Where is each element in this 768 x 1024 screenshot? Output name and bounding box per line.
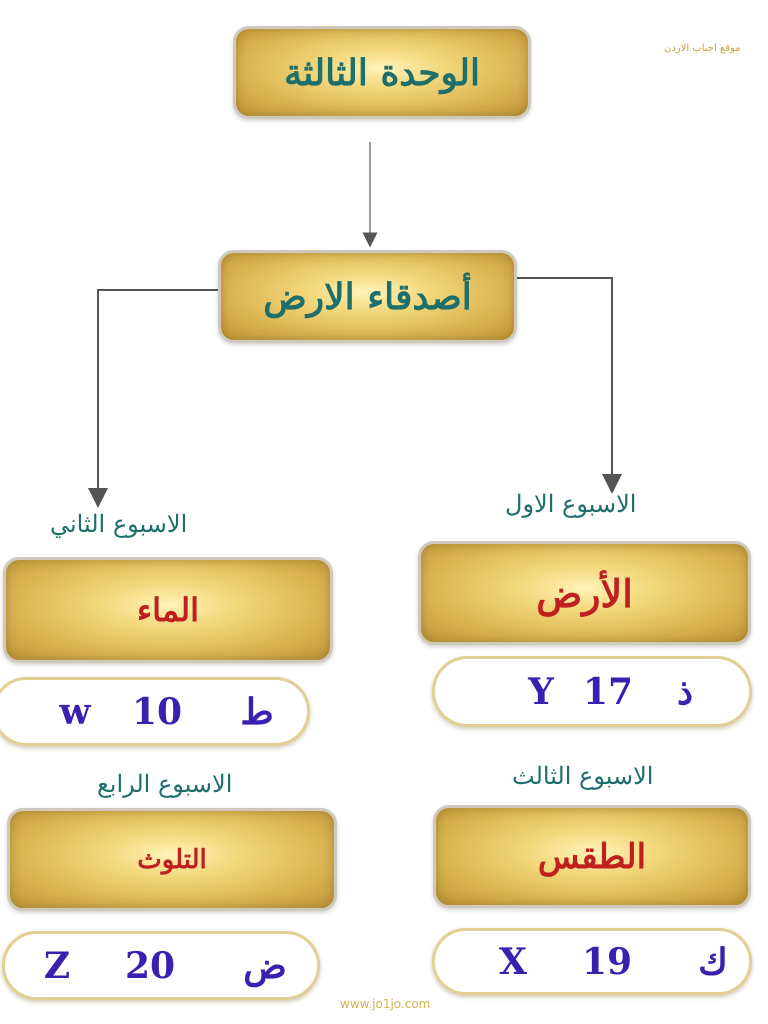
unit-title-box: الوحدة الثالثة <box>233 26 531 119</box>
week1-topic-box: الأرض <box>418 541 751 645</box>
week2-topic: الماء <box>137 591 199 629</box>
week2-topic-box: الماء <box>3 557 333 663</box>
week2-label: الاسبوع الثاني <box>50 510 188 538</box>
week3-topic-box: الطقس <box>433 805 751 908</box>
week4-arabic-letter: ض <box>243 944 287 987</box>
theme-title-box: أصدقاء الارض <box>218 250 517 343</box>
week1-number: 17 <box>582 670 634 713</box>
theme-title: أصدقاء الارض <box>263 275 472 318</box>
week4-topic: التلوث <box>137 844 207 875</box>
week3-number: 19 <box>581 940 633 983</box>
week1-letters: ذ 17 Y <box>432 656 752 727</box>
week2-number: 10 <box>131 690 183 733</box>
week1-topic: الأرض <box>536 570 633 616</box>
week2-letters: ط 10 w <box>0 677 310 746</box>
week1-label: الاسبوع الاول <box>505 490 637 518</box>
week4-english-letter: Z <box>43 944 71 987</box>
watermark-top: موقع احباب الاردن <box>664 43 741 54</box>
unit-title: الوحدة الثالثة <box>283 51 481 94</box>
week2-english-letter: w <box>59 690 91 733</box>
watermark-bottom: www.jo1jo.com <box>340 997 431 1011</box>
week4-topic-box: التلوث <box>7 808 337 911</box>
week3-english-letter: X <box>499 940 527 983</box>
week4-label: الاسبوع الرابع <box>97 770 233 798</box>
arrow-theme-to-week1 <box>517 277 622 494</box>
week1-english-letter: Y <box>528 670 554 713</box>
arrow-theme-to-week2 <box>88 289 222 508</box>
week3-topic: الطقس <box>537 836 647 877</box>
week3-arabic-letter: ك <box>698 940 728 983</box>
week4-number: 20 <box>124 944 176 987</box>
week3-letters: ك 19 X <box>432 928 752 995</box>
week3-label: الاسبوع الثالث <box>512 762 654 790</box>
week2-arabic-letter: ط <box>240 690 274 733</box>
week1-arabic-letter: ذ <box>676 670 694 713</box>
week4-letters: ض 20 Z <box>2 931 320 1000</box>
